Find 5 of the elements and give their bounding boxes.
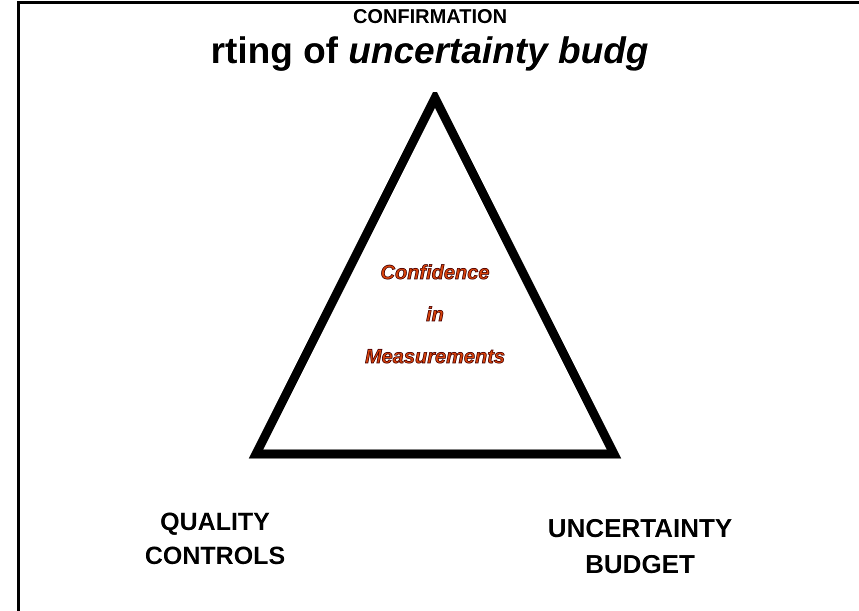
corner-label: CONFIRMATION: [352, 6, 508, 29]
center-text: Confidence in Measurements: [364, 261, 506, 370]
corner-label: QUALITY CONTROLS: [144, 507, 286, 572]
slide-title: rting of uncertainty budg: [210, 30, 650, 72]
corner-label: UNCERTAINTY BUDGET: [546, 512, 734, 581]
